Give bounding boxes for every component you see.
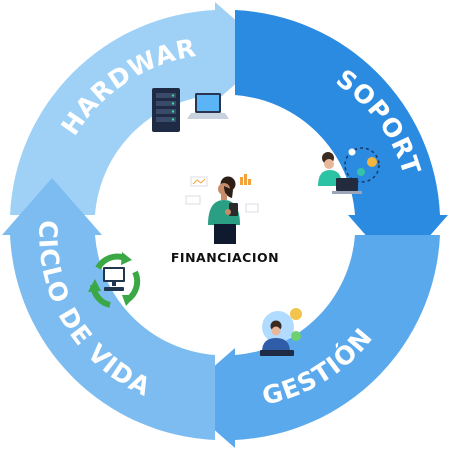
segment-hardware-arrow	[10, 2, 272, 215]
center-label: FINANCIACION	[171, 250, 279, 265]
segment-soporte-arrow	[235, 10, 448, 272]
segment-ciclo-arrow	[2, 178, 215, 440]
finance-woman-with-tablet-icon	[185, 174, 259, 244]
segment-soporte	[235, 10, 448, 272]
segment-hardware	[10, 2, 272, 215]
segment-gestion-arrow	[178, 235, 440, 448]
support-agent-icon	[318, 147, 380, 194]
management-person-icon	[260, 308, 302, 356]
segment-ciclo-de-vida	[2, 178, 215, 440]
server-and-laptop-icon	[152, 88, 229, 132]
segment-gestion	[178, 235, 440, 448]
recycle-computer-icon	[88, 252, 141, 308]
